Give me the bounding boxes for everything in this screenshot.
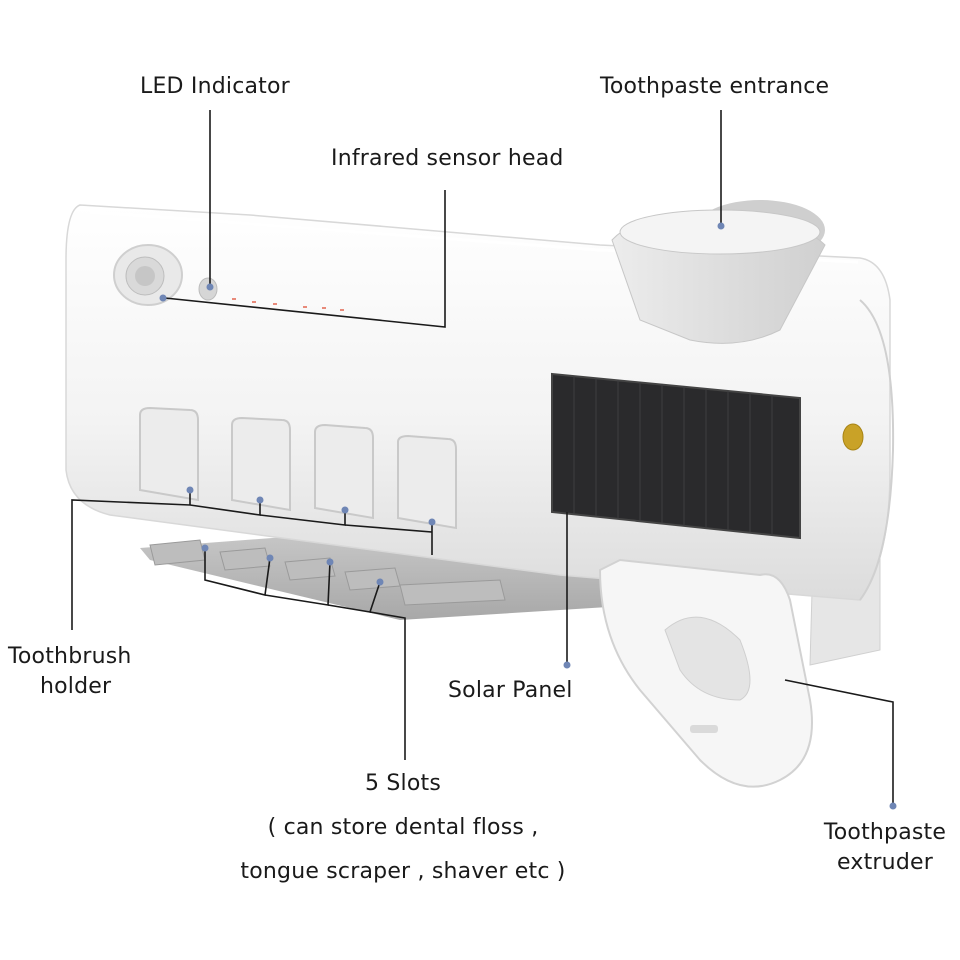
holder-cutout	[315, 425, 373, 518]
leader-dot	[429, 519, 436, 526]
leader-dot	[342, 507, 349, 514]
label-toothpaste-extruder-line2: extruder	[815, 848, 955, 878]
label-five-slots-line2: ( can store dental floss ,	[228, 806, 578, 850]
label-toothpaste-entrance: Toothpaste entrance	[600, 72, 829, 102]
leader-dot	[202, 545, 209, 552]
leader-dot	[207, 284, 214, 291]
leader-dot	[187, 487, 194, 494]
holder-cutout	[398, 436, 456, 528]
tray-slot	[400, 580, 505, 605]
leader-slots-4	[370, 612, 405, 760]
holder-cutout	[140, 408, 198, 500]
leader-dot	[377, 579, 384, 586]
sensor-lens-inner	[135, 266, 155, 286]
label-toothpaste-extruder: Toothpaste extruder	[815, 818, 955, 878]
leader-dot	[718, 223, 725, 230]
label-toothpaste-extruder-line1: Toothpaste	[815, 818, 955, 848]
solar-frame	[552, 374, 800, 538]
funnel-opening	[620, 210, 820, 254]
leader-dot	[327, 559, 334, 566]
leader-dot	[267, 555, 274, 562]
tray-slot	[345, 568, 400, 590]
solar-panel	[552, 374, 800, 538]
label-five-slots-line3: tongue scraper , shaver etc )	[228, 850, 578, 894]
label-infrared-sensor-head: Infrared sensor head	[331, 144, 564, 174]
infrared-sensor	[114, 245, 182, 305]
leader-dot	[257, 497, 264, 504]
label-solar-panel: Solar Panel	[448, 676, 573, 706]
toothpaste-extruder-shape	[600, 560, 812, 787]
leader-dot	[564, 662, 571, 669]
label-toothbrush-holder: Toothbrush holder	[8, 642, 132, 702]
tray-slot	[150, 540, 205, 565]
label-toothbrush-holder-line1: Toothbrush	[8, 642, 132, 672]
brand-badge	[843, 424, 863, 450]
extruder-slot	[690, 725, 718, 733]
leader-dot	[890, 803, 897, 810]
tray-slot	[220, 548, 270, 570]
label-five-slots: 5 Slots ( can store dental floss , tongu…	[228, 762, 578, 894]
holder-cutout	[232, 418, 290, 510]
label-five-slots-title: 5 Slots	[228, 762, 578, 806]
label-led-indicator: LED Indicator	[140, 72, 290, 102]
leader-dot	[160, 295, 167, 302]
label-toothbrush-holder-line2: holder	[8, 672, 132, 702]
